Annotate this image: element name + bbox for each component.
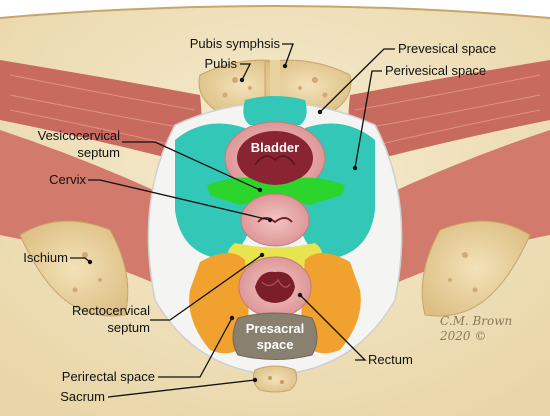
muscle-left-side xyxy=(0,130,175,290)
rectum-label: Rectum xyxy=(368,352,413,367)
perirectal-space-label: Perirectal space xyxy=(62,369,155,384)
presacral-space xyxy=(232,312,318,360)
rectocervical-label-line2: septum xyxy=(107,320,150,335)
cervix xyxy=(240,193,310,247)
artist-signature: C.M. Brown xyxy=(440,314,512,328)
sacrum-bone xyxy=(252,365,298,393)
prevesical-space xyxy=(243,96,307,125)
presacral-label-line1: Presacral xyxy=(246,321,305,336)
vesicocervical-septum xyxy=(207,177,345,205)
perivesical-space-label: Perivesical space xyxy=(385,63,486,78)
pubis-symphsis-label: Pubis symphsis xyxy=(190,36,281,51)
pubic-symphysis xyxy=(270,60,280,100)
ischium-label: Ischium xyxy=(23,250,68,265)
pubis-label: Pubis xyxy=(204,56,237,71)
bladder-label: Bladder xyxy=(251,140,299,155)
rectum-lumen xyxy=(255,271,295,303)
muscle-right-side xyxy=(375,130,550,290)
ischium-right xyxy=(421,220,531,317)
presacral-label-line2: space xyxy=(257,337,294,352)
vesicocervical-label-line1: Vesicocervical xyxy=(38,128,120,143)
rectocervical-label-line1: Rectocervical xyxy=(72,303,150,318)
vesicocervical-label-line2: septum xyxy=(77,145,120,160)
cervix-label: Cervix xyxy=(49,172,86,187)
leader-lines xyxy=(70,43,395,398)
prevesical-space-label: Prevesical space xyxy=(398,41,496,56)
skin-top xyxy=(0,0,550,18)
ischium-left xyxy=(19,220,129,317)
bladder-lumen xyxy=(237,131,313,185)
sacrum-label: Sacrum xyxy=(60,389,105,404)
artist-signature-year: 2020 © xyxy=(439,329,486,343)
